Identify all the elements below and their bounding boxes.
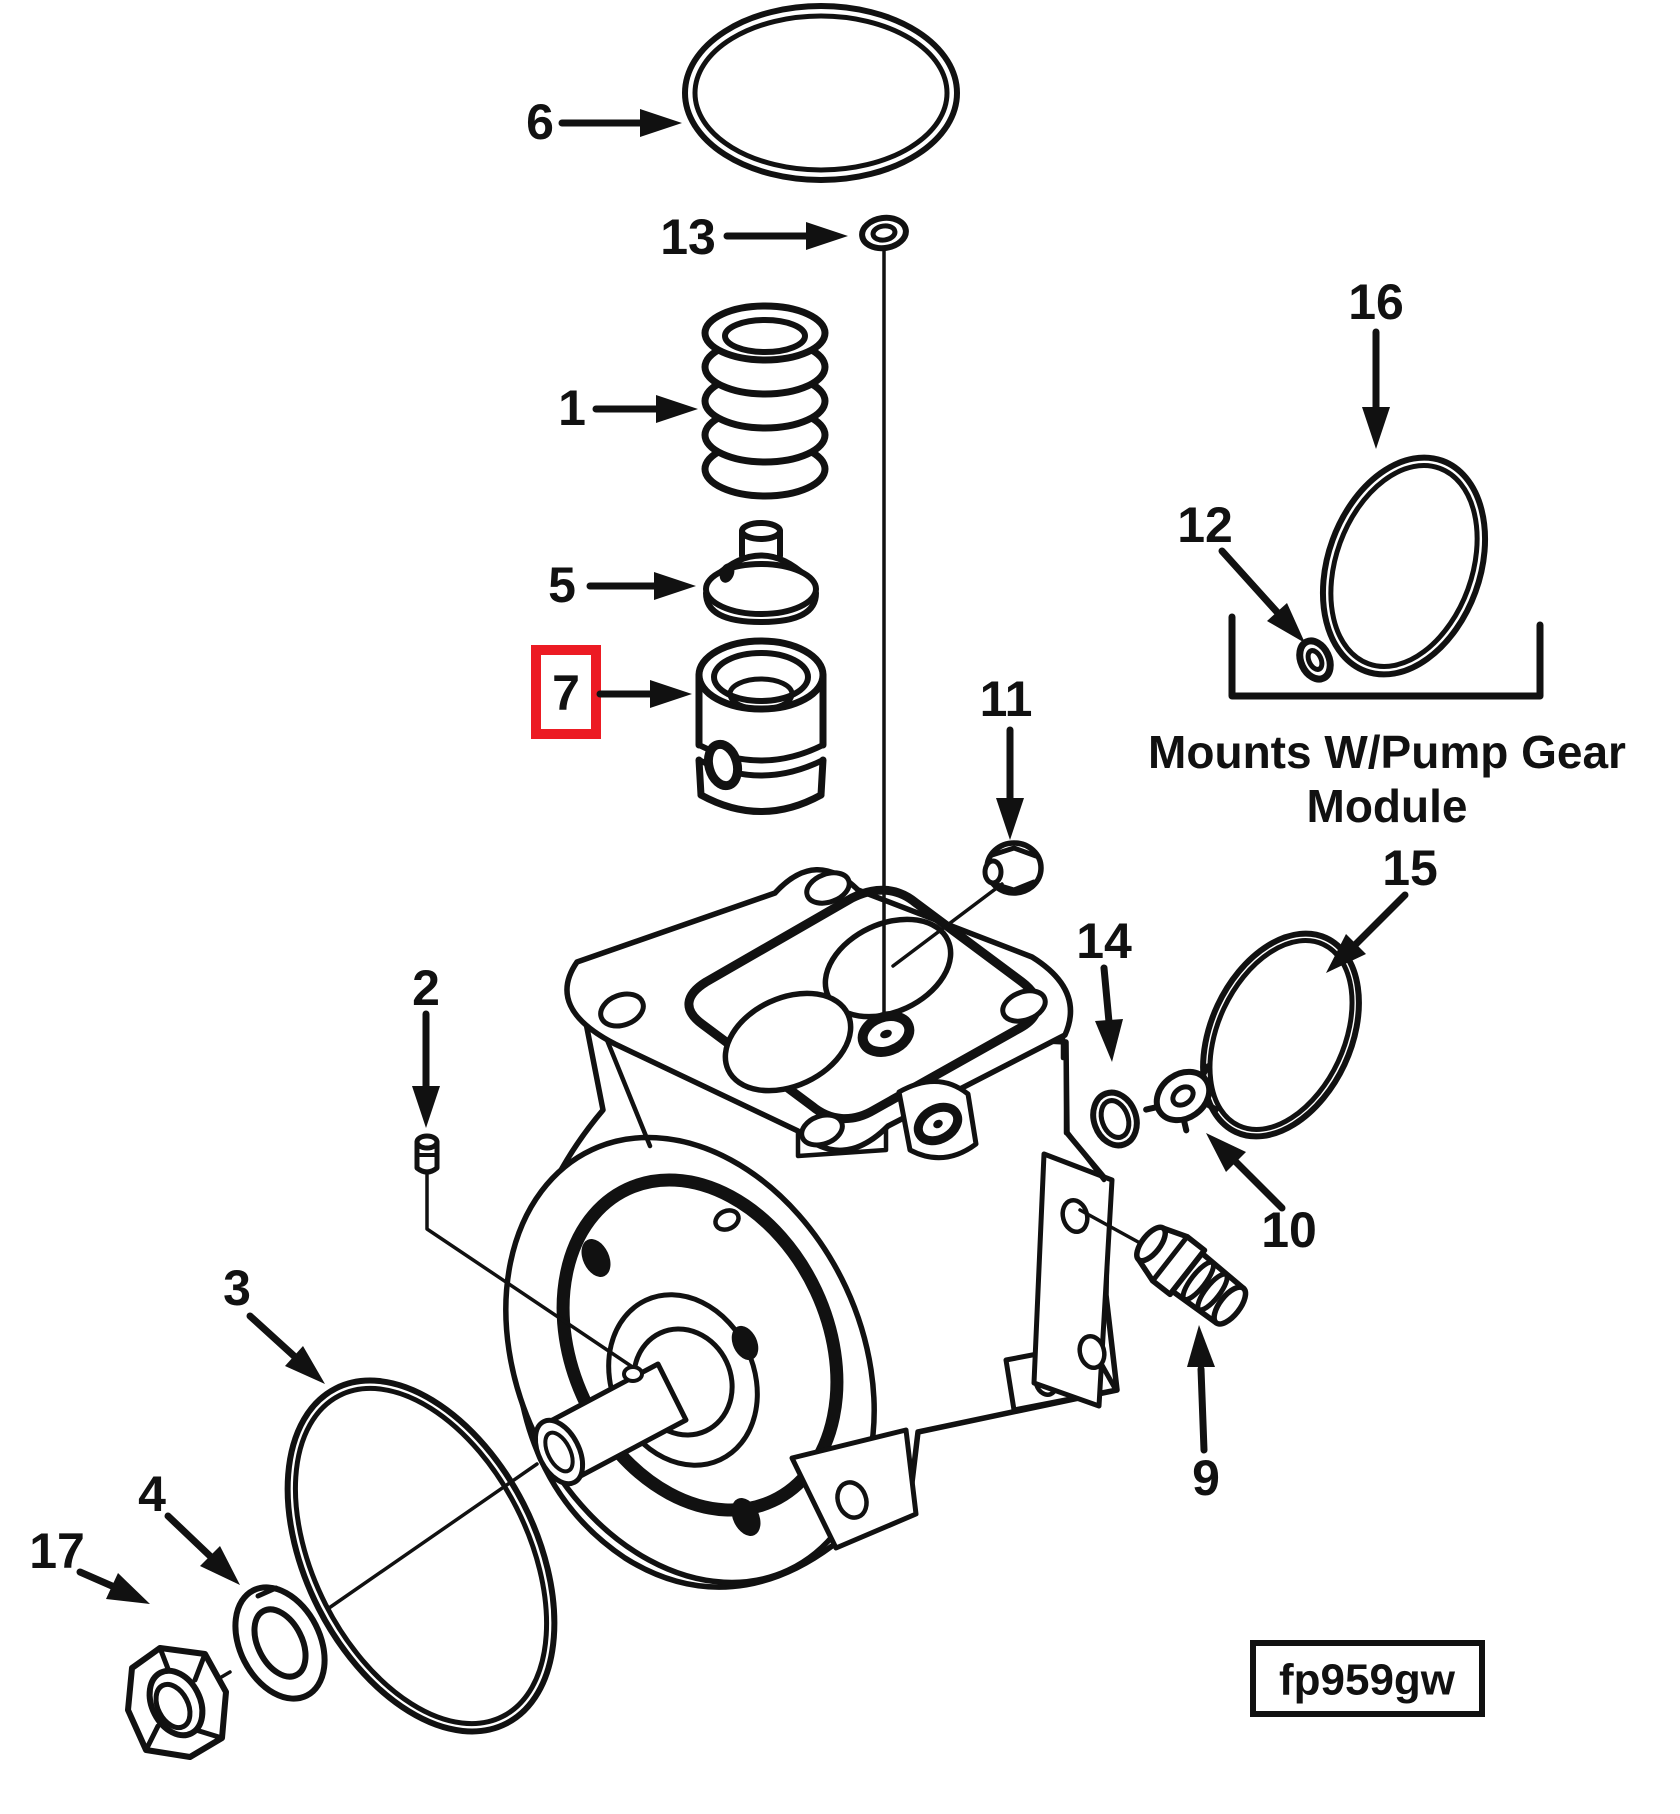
shaft-pin-hole: [622, 1365, 644, 1383]
compressor-body: [503, 867, 1120, 1590]
callout-16-label: 16: [1348, 274, 1404, 330]
callout-6-label: 6: [526, 94, 554, 150]
part-9-fitting: [1134, 1224, 1249, 1327]
figure-code-box: fp959gw: [1250, 1640, 1485, 1717]
cylinder-bore: [722, 990, 854, 1094]
callout-2-label: 2: [412, 960, 440, 1016]
callout-12: 12: [1177, 497, 1305, 643]
part-7-piston: [695, 637, 827, 815]
leader-11: [891, 882, 1004, 968]
callout-13-label: 13: [660, 209, 716, 265]
part-15-oring: [1200, 930, 1362, 1140]
callout-7: 7: [531, 645, 692, 739]
boss-grommet: [913, 1102, 963, 1146]
callout-4: 4: [138, 1466, 240, 1585]
part-10-castellated-nut: [1143, 1063, 1219, 1134]
part-5-valve: [703, 520, 819, 625]
callout-4-label: 4: [138, 1466, 166, 1522]
callout-12-label: 12: [1177, 497, 1233, 553]
callout-3-label: 3: [223, 1260, 251, 1316]
callout-5-label: 5: [548, 557, 576, 613]
module-bracket: [1228, 613, 1544, 700]
callout-17: 17: [29, 1523, 150, 1604]
part-13-small-oring: [859, 214, 909, 252]
part-12-small-oring: [1296, 637, 1334, 683]
part-16-oring: [1319, 454, 1489, 678]
part-1-spring: [701, 302, 829, 500]
part-11-hex-plug: [982, 840, 1044, 896]
pump-gear-module-group: Mounts W/Pump Gear Module: [1148, 613, 1626, 832]
part-2-pin: [414, 1133, 440, 1175]
callout-11-label: 11: [980, 671, 1033, 727]
callout-10: 10: [1206, 1133, 1317, 1258]
part-3-gasket-ring: [284, 1377, 558, 1735]
part-4-lock-washer: [232, 1584, 328, 1702]
side-plate-hole: [1077, 1333, 1107, 1371]
callout-14-label: 14: [1076, 913, 1132, 969]
callout-1-label: 1: [558, 380, 586, 436]
plate-bolt-hole: [598, 991, 646, 1029]
figure-code-text: fp959gw: [1279, 1656, 1456, 1705]
flange-bolt-hole: [581, 1239, 611, 1277]
head-gasket-groove: [684, 885, 1042, 1124]
callout-3: 3: [223, 1260, 325, 1384]
callout-17-label: 17: [29, 1523, 85, 1579]
leader-2: [425, 1170, 633, 1368]
leader-9: [1078, 1208, 1142, 1245]
callout-2: 2: [412, 960, 440, 1128]
module-note-line2: Module: [1307, 780, 1468, 832]
callout-15: 15: [1326, 840, 1438, 973]
flange-hole-outline: [713, 1208, 741, 1232]
part-17-hex-nut: [125, 1645, 229, 1760]
highlight-box: [531, 645, 601, 739]
wrist-pin-hole: [703, 739, 743, 791]
callout-11: 11: [980, 671, 1033, 840]
callout-1: 1: [558, 380, 698, 436]
part-6-large-oring: [682, 3, 960, 183]
flange-grommet: [857, 1011, 915, 1057]
plate-bolt-hole: [1000, 988, 1048, 1024]
callout-9-label: 9: [1192, 1450, 1220, 1506]
side-plate: [1031, 1151, 1115, 1409]
callout-5: 5: [548, 557, 696, 613]
callout-6: 6: [526, 94, 682, 150]
figure-code-frame: [1250, 1640, 1485, 1717]
foot-hole: [835, 1480, 869, 1520]
callout-15-label: 15: [1382, 840, 1438, 896]
callout-14: 14: [1076, 913, 1132, 1062]
callout-9: 9: [1187, 1325, 1220, 1506]
part-14-oring: [1090, 1089, 1140, 1149]
callout-13: 13: [660, 209, 848, 265]
flange-bolt-hole: [731, 1498, 761, 1536]
leader-lines: [425, 882, 1142, 1368]
front-flange-rim: [556, 1173, 844, 1517]
callout-7-label: 7: [552, 665, 580, 721]
flange-bolt-hole: [731, 1325, 759, 1361]
plate-bolt-hole: [799, 1112, 845, 1148]
module-note-line1: Mounts W/Pump Gear: [1148, 726, 1626, 778]
callout-16: 16: [1348, 274, 1404, 449]
shaft-bore: [543, 1430, 575, 1474]
plate-bolt-hole: [804, 870, 852, 906]
callout-10-label: 10: [1261, 1202, 1317, 1258]
